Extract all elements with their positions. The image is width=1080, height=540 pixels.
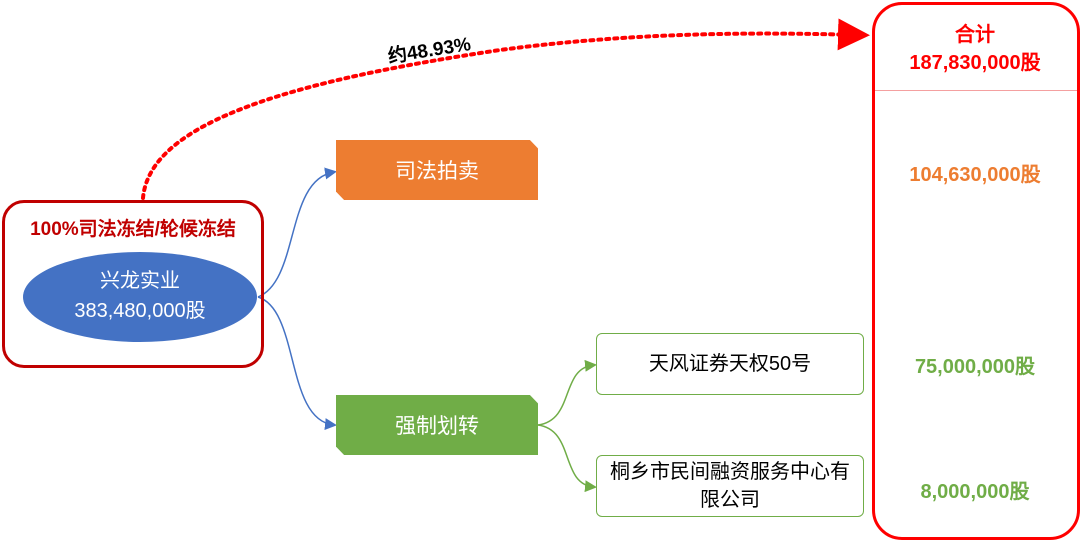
company-shares: 383,480,000股	[74, 300, 206, 322]
company-name: 兴龙实业	[100, 270, 180, 292]
tongxiang-shares: 8,000,000股	[920, 481, 1030, 503]
transfer-node: 强制划转	[336, 395, 538, 455]
arrow-to-tianfeng	[537, 359, 597, 426]
frozen-label: 100%司法冻结/轮候冻结	[30, 219, 236, 240]
company-node: 兴龙实业 383,480,000股	[23, 266, 257, 326]
tianfeng-node: 天风证券天权50号	[596, 333, 864, 395]
arrow-to-auction	[257, 167, 337, 298]
total-shares: 187,830,000股	[909, 52, 1041, 74]
total-divider	[875, 90, 1077, 91]
arrow-to-tongxiang	[537, 424, 597, 493]
frozen-box	[2, 200, 264, 368]
total-label: 合计	[955, 24, 995, 46]
percent-arrow	[141, 18, 870, 200]
arrow-to-transfer	[257, 296, 337, 431]
company-ellipse	[23, 252, 257, 342]
total-box	[872, 2, 1080, 540]
tianfeng-shares: 75,000,000股	[914, 356, 1036, 378]
auction-node: 司法拍卖	[336, 140, 538, 200]
tongxiang-node: 桐乡市民间融资服务中心有限公司	[596, 455, 864, 517]
auction-shares: 104,630,000股	[909, 164, 1041, 186]
